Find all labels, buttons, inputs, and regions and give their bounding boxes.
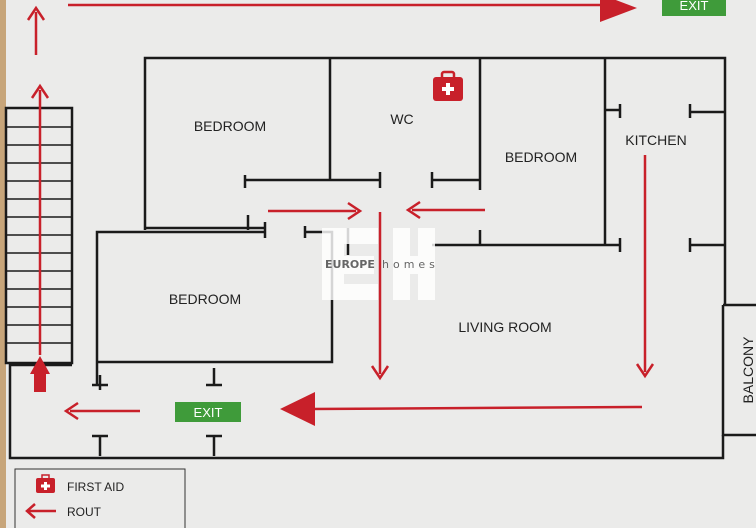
room-label-bedroom-bottom-left: BEDROOM (169, 291, 241, 307)
route-arrow-icon (25, 503, 56, 519)
exit-sign-top-right: EXIT (662, 0, 726, 16)
route-arrow-icon (30, 83, 50, 355)
watermark-logo: EUROPE homes (322, 228, 439, 300)
route-arrow-icon (280, 392, 643, 426)
route-arrow-icon (26, 5, 46, 55)
route-arrow-icon (68, 0, 637, 22)
route-arrow-icon (268, 201, 363, 221)
legend-first-aid: FIRST AID (67, 480, 124, 494)
legend-route: ROUT (67, 505, 102, 519)
room-label-kitchen: KITCHEN (625, 132, 686, 148)
watermark-eh-logo-shape (322, 228, 435, 300)
first-aid-kit-icon (36, 474, 55, 493)
exit-sign-bottom-left: EXIT (175, 402, 241, 422)
route-arrow-icon (370, 212, 390, 381)
room-label-bedroom-top-left: BEDROOM (194, 118, 266, 134)
room-label-balcony: BALCONY (740, 336, 756, 404)
watermark-brand-bold: EUROPE (325, 258, 375, 271)
route-arrow-icon (63, 401, 140, 421)
room-label-wc: WC (390, 111, 413, 127)
exit-label: EXIT (194, 405, 223, 420)
route-arrow-icon (405, 200, 485, 220)
route-arrow-icon (635, 155, 655, 379)
exit-label: EXIT (680, 0, 709, 13)
frame-edge (0, 0, 6, 528)
watermark-brand-light: homes (382, 258, 439, 271)
room-label-living-room: LIVING ROOM (458, 319, 551, 335)
route-arrow-icon (30, 356, 50, 392)
evacuation-routes (26, 0, 655, 426)
legend: FIRST AID ROUT (14, 468, 186, 528)
first-aid-kit-icon (433, 70, 463, 101)
room-label-bedroom-top-right: BEDROOM (505, 149, 577, 165)
